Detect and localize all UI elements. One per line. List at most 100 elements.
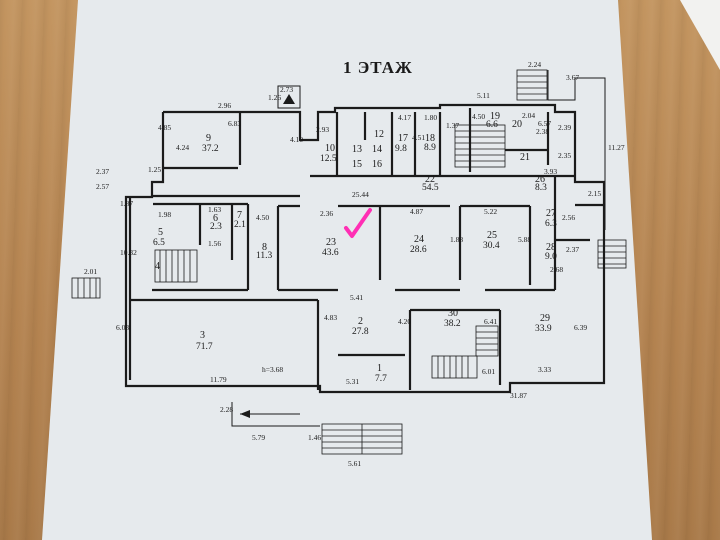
room-number: 3 [200,330,205,341]
room-number: 20 [512,119,522,130]
room-area: 37.2 [202,144,219,154]
interior-walls [130,108,604,390]
dimension-label: 5.88 [518,235,531,244]
room-number: 13 [352,144,362,155]
paper-sheet [42,0,652,540]
dimension-label: 4.24 [176,143,189,152]
dimension-label: h=3.68 [262,365,283,374]
dimension-label: 1.80 [424,113,437,122]
room-area: 2.1 [234,220,246,230]
dimension-label: 1.26 [268,93,281,102]
room-number: 18 [425,133,435,144]
room-number: 9 [206,133,211,144]
dimension-label: 1.46 [308,433,321,442]
room-area: 8.9 [424,143,436,153]
room-area: 9.0 [545,252,557,262]
dimension-label: 2.04 [522,111,535,120]
dimension-label: 4.50 [256,213,269,222]
dimension-label: 2.56 [562,213,575,222]
dimension-label: 4.17 [398,113,411,122]
room-area: 12.5 [320,154,337,164]
room-area: 33.9 [535,324,552,334]
dimension-label: 4.85 [158,123,171,132]
dimension-label: 31.87 [510,391,527,400]
dimension-label: 3.33 [538,365,551,374]
paper-corner [680,0,720,70]
dimension-label: 6.03 [116,323,129,332]
room-number: 30 [448,308,458,319]
dimension-label: 1.88 [450,235,463,244]
room-number: 24 [414,234,424,245]
room-labels: 9 37.2 10 12.5 12 13 14 15 16 17 9.8 18 … [153,111,557,384]
exterior-walls [124,103,606,394]
room-number: 28 [546,242,556,253]
dimension-label: 6.57 [538,119,551,128]
dimension-label: 2.36 [320,209,333,218]
room-area: 54.5 [422,183,439,193]
room-number: 2 [358,316,363,327]
plan-title: 1 ЭТАЖ [343,58,413,77]
dimension-label: 4.87 [410,207,423,216]
room-number: 4 [155,261,160,272]
dimension-label: 4.51 [412,133,425,142]
room-number: 15 [352,159,362,170]
room-area: 7.7 [375,374,387,384]
dimension-label: 5.31 [346,377,359,386]
dimension-label: 11.27 [608,143,625,152]
room-number: 6 [213,213,218,224]
dimension-label: 11.79 [210,375,227,384]
room-area: 2.3 [210,222,222,232]
dimension-label: 25.44 [352,190,369,199]
pink-check-mark [344,208,372,238]
dimension-label: 2.57 [96,182,109,191]
dimension-label: 2.96 [218,101,231,110]
room-number: 7 [237,210,242,221]
room-number: 19 [490,111,500,122]
room-number: 5 [158,227,163,238]
room-number: 1 [377,363,382,374]
dimension-label: 1.56 [208,239,221,248]
dimension-label: 2.28 [220,405,233,414]
room-area: 30.4 [483,241,500,251]
dimension-label: 6.83 [228,119,241,128]
dimension-label: 5.41 [350,293,363,302]
room-area: 6.5 [153,238,165,248]
room-area: 6.6 [486,120,498,130]
dimension-label: 2.15 [588,189,601,198]
dimension-label: 10.32 [120,248,137,257]
room-number: 23 [326,237,336,248]
staircases [71,69,627,455]
dimension-labels: 2.24 3.67 11.27 2.15 2.96 6.83 4.85 4.24… [84,60,625,468]
room-number: 26 [535,174,545,185]
dimension-label: 1.25 [148,165,161,174]
room-number: 22 [425,174,435,185]
dimension-label: 6.39 [574,323,587,332]
dimension-label: 2.68 [550,265,563,274]
room-number: 21 [520,152,530,163]
room-area: 9.8 [395,144,407,154]
room-number: 16 [372,159,382,170]
dimension-label: 1.37 [446,121,459,130]
dimension-label: 1.98 [158,210,171,219]
room-area: 38.2 [444,319,461,329]
room-area: 11.3 [256,251,273,261]
room-area: 6.3 [545,219,557,229]
room-area: 27.8 [352,327,369,337]
dimension-label: 5.22 [484,207,497,216]
dimension-label: 4.50 [472,112,485,121]
dimension-label: 2.37 [96,167,109,176]
room-number: 17 [398,133,408,144]
room-number: 25 [487,230,497,241]
dimension-label: 2.01 [84,267,97,276]
dimension-label: 5.11 [477,91,490,100]
dimension-label: 6.41 [484,317,497,326]
room-number: 14 [372,144,382,155]
dimension-label: 4.10 [290,135,303,144]
dimension-label: 4.83 [324,313,337,322]
dimension-label: 2.39 [558,123,571,132]
dimension-label: 2.73 [280,85,293,94]
dimension-label: 2.24 [528,60,541,69]
room-number: 12 [374,129,384,140]
dimension-label: 2.38 [536,127,549,136]
